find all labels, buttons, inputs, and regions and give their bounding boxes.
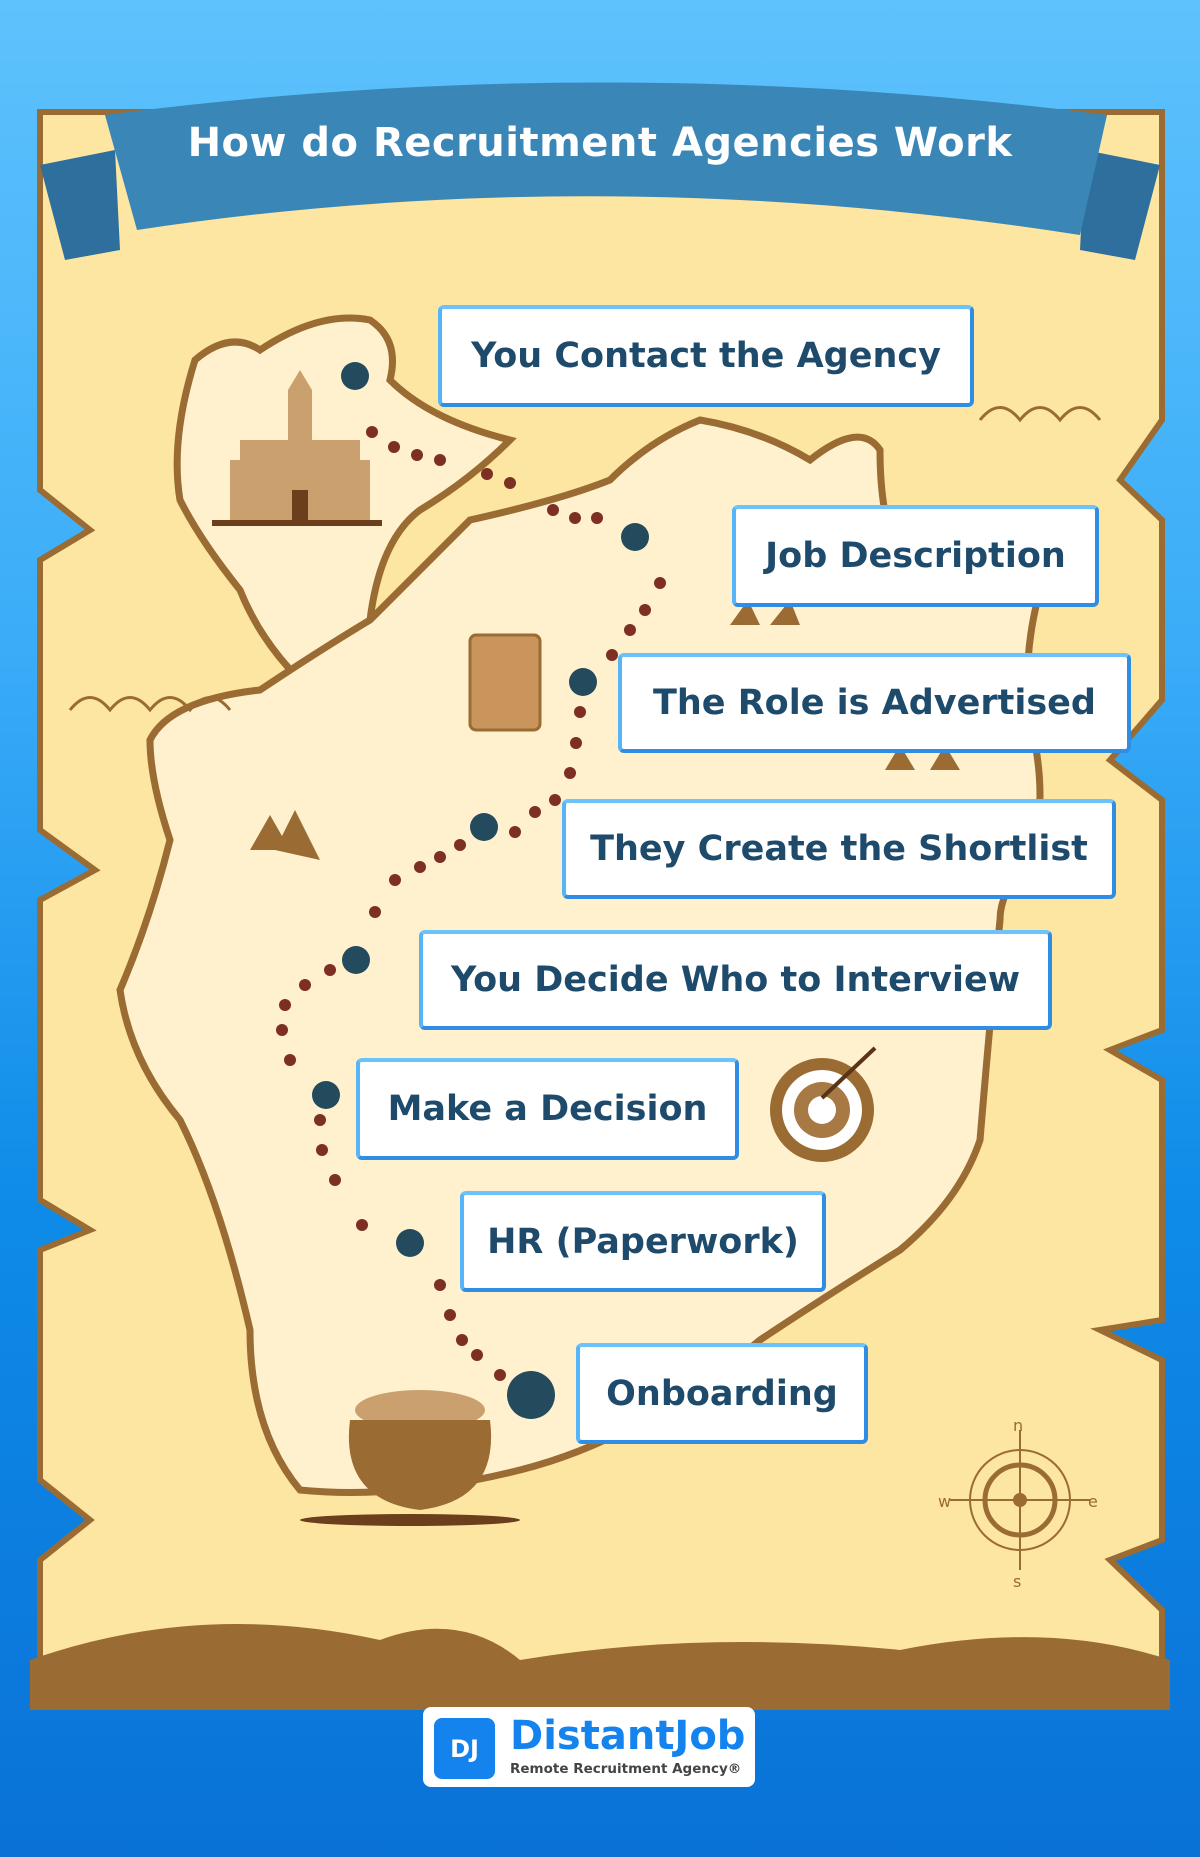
step-decide-interview: You Decide Who to Interview [419,930,1052,1030]
step-hr-paperwork: HR (Paperwork) [460,1191,826,1292]
compass-north-label: n [1013,1416,1024,1435]
banner-tail-right [1080,150,1160,260]
dj-logo-icon: DJ [434,1718,495,1779]
target-icon [770,1046,877,1162]
logo-tagline: Remote Recruitment Agency® [510,1761,742,1777]
compass-south-label: s [1013,1572,1022,1591]
title-banner [105,82,1107,235]
logo-brand-name: DistantJob [510,1713,746,1759]
step-onboarding: Onboarding [576,1343,868,1444]
step-role-advertised: The Role is Advertised [618,653,1131,753]
compass-icon [950,1430,1090,1570]
milestone-dots [312,362,649,1419]
step-make-decision: Make a Decision [356,1058,739,1160]
step-contact-agency: You Contact the Agency [438,305,974,407]
page-title: How do Recruitment Agencies Work [187,120,1013,166]
step-create-shortlist: They Create the Shortlist [562,799,1116,899]
step-job-description: Job Description [732,505,1099,607]
compass-west-label: w [938,1492,952,1511]
compass-east-label: e [1088,1492,1098,1511]
scroll-icon [468,633,542,732]
banner-tail-left [40,150,120,260]
pot-of-gold-icon [300,1390,520,1526]
distantjob-logo[interactable]: DJ DistantJob Remote Recruitment Agency® [423,1707,755,1787]
castle-icon [212,370,382,526]
